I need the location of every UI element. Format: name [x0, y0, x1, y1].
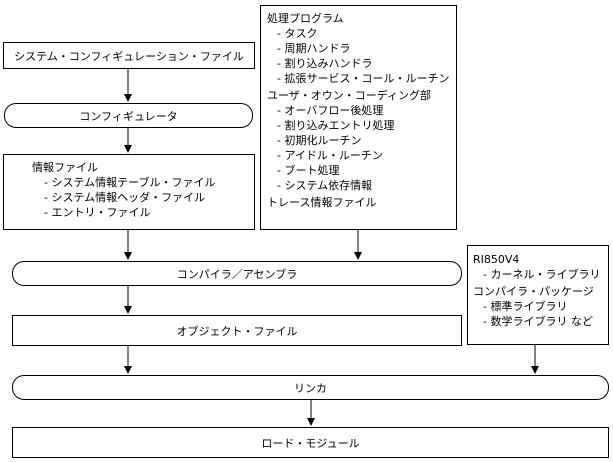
info-file-list: 情報ファイル - システム情報テーブル・ファイル - システム情報ヘッダ・ファイ…	[32, 160, 215, 220]
processing-program-item: - 周期ハンドラ	[277, 42, 351, 55]
library-title: RI850V4	[473, 253, 520, 266]
compiler-package-title: コンパイラ・パッケージ	[473, 285, 594, 298]
object-file-label: オブジェクト・ファイル	[176, 324, 298, 338]
config-file-label: システム・コンフィギュレーション・ファイル	[14, 49, 244, 63]
user-own-item: - 初期化ルーチン	[277, 134, 362, 147]
info-file-item: - システム情報テーブル・ファイル	[44, 176, 216, 189]
user-own-item: - ブート処理	[277, 164, 340, 177]
library-list: RI850V4 - カーネル・ライブラリ コンパイラ・パッケージ - 標準ライブ…	[473, 252, 600, 329]
user-own-item: - アイドル・ルーチン	[277, 149, 383, 162]
info-file-title: 情報ファイル	[32, 161, 98, 174]
compiler-package-item: - 数学ライブラリ など	[483, 315, 593, 328]
config-file-box: システム・コンフィギュレーション・ファイル	[3, 42, 255, 69]
compiler-label: コンパイラ／アセンブラ	[176, 267, 298, 281]
configurator-pill: コンフィギュレータ	[4, 103, 253, 128]
processing-program-item: - タスク	[277, 27, 318, 40]
processing-program-item: - 割り込みハンドラ	[277, 57, 373, 70]
user-own-item: - システム依存情報	[277, 179, 373, 192]
linker-label: リンカ	[294, 381, 327, 395]
user-own-item: - オーバフロー後処理	[277, 104, 384, 117]
info-file-item: - エントリ・ファイル	[44, 206, 151, 219]
load-module-box: ロード・モジュール	[12, 427, 609, 458]
user-own-title: ユーザ・オウン・コーディング部	[267, 89, 432, 102]
library-box: RI850V4 - カーネル・ライブラリ コンパイラ・パッケージ - 標準ライブ…	[467, 245, 609, 345]
processing-program-box: 処理プログラム - タスク - 周期ハンドラ - 割り込みハンドラ - 拡張サー…	[260, 5, 457, 230]
processing-program-title: 処理プログラム	[267, 12, 344, 25]
info-file-box: 情報ファイル - システム情報テーブル・ファイル - システム情報ヘッダ・ファイ…	[3, 154, 255, 230]
library-item: - カーネル・ライブラリ	[483, 268, 601, 281]
compiler-package-item: - 標準ライブラリ	[483, 300, 568, 313]
compiler-pill: コンパイラ／アセンブラ	[12, 261, 462, 286]
linker-pill: リンカ	[12, 375, 609, 400]
processing-program-item: - 拡張サービス・コール・ルーチン	[277, 72, 450, 85]
trace-info-title: トレース情報ファイル	[267, 196, 377, 209]
configurator-label: コンフィギュレータ	[79, 109, 178, 123]
object-file-box: オブジェクト・ファイル	[12, 315, 462, 346]
processing-program-list: 処理プログラム - タスク - 周期ハンドラ - 割り込みハンドラ - 拡張サー…	[267, 11, 449, 210]
user-own-item: - 割り込みエントリ処理	[277, 119, 395, 132]
load-module-label: ロード・モジュール	[261, 436, 360, 450]
info-file-item: - システム情報ヘッダ・ファイル	[44, 191, 206, 204]
